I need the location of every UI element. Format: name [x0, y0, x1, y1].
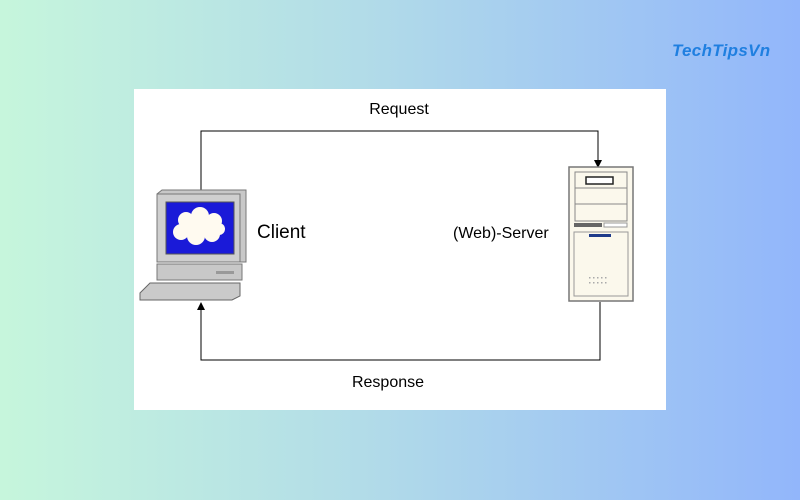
techtipsvn-logo: TechTipsVn	[672, 41, 771, 60]
server-label: (Web)-Server	[453, 225, 549, 242]
client-label: Client	[257, 222, 306, 243]
response-label: Response	[352, 374, 424, 391]
server-tower-icon	[568, 166, 634, 302]
response-arrow	[200, 302, 601, 361]
desktop-computer-icon	[139, 189, 247, 301]
request-arrow	[200, 130, 599, 190]
request-label: Request	[369, 101, 429, 118]
request-arrowhead	[594, 160, 602, 168]
response-arrowhead	[197, 302, 205, 310]
